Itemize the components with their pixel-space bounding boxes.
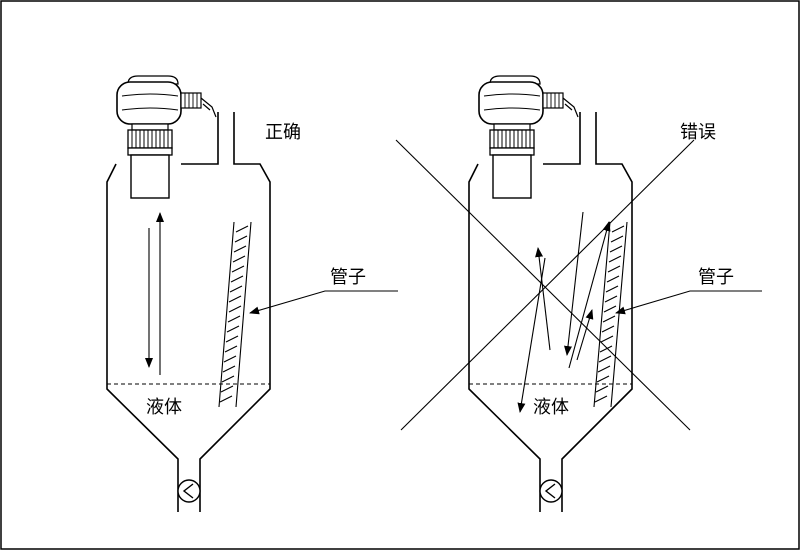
status-label-correct: 正确 bbox=[265, 122, 301, 143]
pipe bbox=[593, 221, 628, 408]
pipe-leader-arrow bbox=[249, 290, 398, 315]
sound-wave-arrow-5 bbox=[576, 309, 594, 361]
cross-mark-line-1 bbox=[395, 139, 691, 431]
pipe-label: 管子 bbox=[330, 267, 366, 288]
sound-wave-arrow-1 bbox=[564, 211, 584, 356]
valve-icon bbox=[539, 479, 563, 503]
ultrasonic-sensor-icon bbox=[116, 75, 217, 199]
valve-icon bbox=[177, 479, 201, 503]
status-label-wrong: 错误 bbox=[680, 122, 716, 143]
cross-mark-line-2 bbox=[400, 139, 695, 431]
pipe bbox=[218, 221, 252, 408]
liquid-label: 液体 bbox=[533, 397, 569, 418]
pipe-label: 管子 bbox=[698, 267, 734, 288]
liquid-label: 液体 bbox=[146, 397, 182, 418]
left-panel: 正确 管子 液体 bbox=[106, 75, 398, 513]
pipe-leader-arrow bbox=[615, 290, 762, 315]
sound-wave-arrow-3 bbox=[535, 247, 551, 351]
right-panel: 错误 管子 液体 bbox=[395, 75, 762, 513]
ultrasonic-sensor-icon bbox=[478, 75, 579, 199]
sound-wave-arrow-2 bbox=[568, 221, 611, 369]
sound-wave-arrow-4 bbox=[517, 257, 546, 413]
